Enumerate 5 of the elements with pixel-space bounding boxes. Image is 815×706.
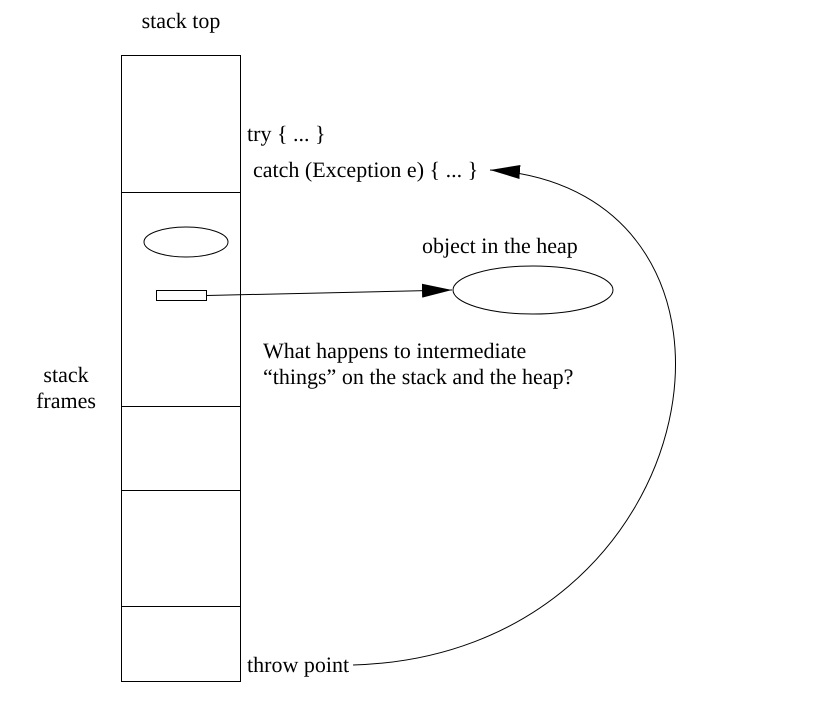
small-box: [156, 290, 207, 301]
throw-point-label: throw point: [247, 651, 350, 679]
code-text: try { ... } catch (Exception e) { ... }: [247, 120, 480, 184]
stack-label: stack top: [140, 8, 222, 34]
side-label: stack frames: [35, 362, 97, 414]
